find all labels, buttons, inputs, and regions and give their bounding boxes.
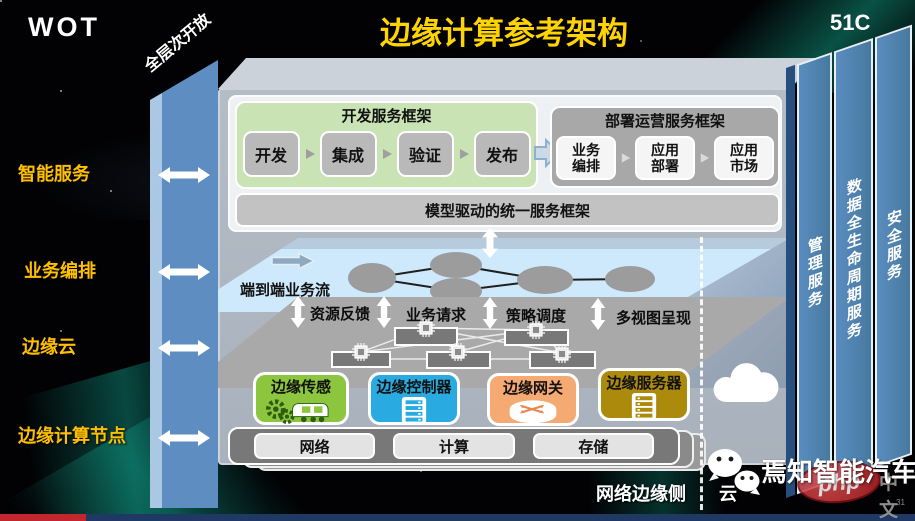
stars-decor	[0, 0, 2, 2]
deploy-step: 应用部署	[635, 136, 695, 180]
step-arrow-icon	[305, 149, 315, 159]
panel-edge-face	[786, 64, 795, 499]
horizontal-double-arrow-icon	[158, 167, 210, 183]
vertical-double-arrow-icon	[376, 296, 392, 328]
vertical-double-arrow-icon	[590, 298, 606, 330]
panel-security-service: 安全服务	[874, 24, 912, 468]
deploy-framework-box: 部署运营服务框架 业务编排 应用部署 应用市场	[550, 106, 780, 188]
wot-logo: WOT	[28, 12, 100, 42]
deploy-framework-title: 部署运营服务框架	[604, 113, 725, 130]
step-arrow-icon	[621, 153, 631, 163]
deploy-step: 业务编排	[555, 136, 616, 180]
interaction-label: 资源反馈	[310, 306, 371, 323]
open-interface-pillar	[150, 60, 218, 508]
interaction-label: 业务请求	[406, 307, 467, 324]
edge-node-gateway: 边缘网关	[487, 373, 579, 426]
cloud-icon	[713, 363, 779, 402]
interaction-label: 策略调度	[506, 308, 567, 325]
edge-node-sensor: 边缘传感	[253, 372, 349, 425]
step-arrow-icon	[382, 149, 392, 159]
edge-cloud-divider-line	[700, 237, 703, 510]
vertical-double-arrow-icon	[290, 296, 306, 328]
layer-label-edge-cloud: 边缘云	[22, 337, 76, 357]
bottom-strip-navy	[86, 514, 915, 521]
resource-bar: 网络 计算 存储	[228, 427, 680, 465]
dev-steps-row: 开发 集成 验证 发布	[237, 131, 536, 177]
cloud-side-label: 云	[719, 484, 737, 504]
flow-arrow-icon	[271, 252, 316, 270]
horizontal-double-arrow-icon	[158, 430, 210, 446]
dev-step: 集成	[319, 131, 377, 177]
resource-cell-compute: 计算	[393, 433, 515, 459]
model-driven-framework-bar: 模型驱动的统一服务框架	[235, 193, 780, 227]
step-arrow-icon	[700, 153, 710, 163]
box-top-face	[218, 58, 818, 89]
php-site-suffix: 中文网	[879, 473, 899, 521]
vertical-double-arrow-icon	[482, 297, 498, 329]
network-edge-side-label: 网络边缘侧	[596, 484, 686, 504]
router-icon	[509, 400, 557, 424]
deploy-step: 应用市场	[714, 136, 775, 180]
horizontal-double-arrow-icon	[158, 340, 210, 356]
vertical-double-arrow-icon	[482, 227, 498, 259]
dev-framework-box: 开发服务框架 开发 集成 验证 发布	[235, 101, 538, 189]
deploy-steps-row: 业务编排 应用部署 应用市场	[552, 136, 778, 180]
cross-layer-service-panels: 管理服务 数据全生命周期服务 安全服务	[786, 24, 914, 499]
end-to-end-flow-label: 端到端业务流	[240, 282, 331, 299]
resource-cell-network: 网络	[254, 433, 376, 459]
dev-step: 验证	[396, 131, 454, 177]
wechat-icon	[708, 449, 760, 495]
edge-cloud-mesh	[331, 318, 596, 369]
controller-rack-icon	[401, 397, 427, 424]
layer-label-orchestration: 业务编排	[24, 261, 96, 281]
server-rack-icon	[631, 393, 657, 420]
interaction-label: 多视图呈现	[616, 310, 692, 327]
layer-label-intelligent-service: 智能服务	[18, 164, 90, 184]
page-number: 31	[896, 498, 905, 507]
gears-train-icon	[266, 399, 329, 425]
51cto-logo: 51C	[830, 10, 871, 35]
dev-step: 开发	[242, 131, 300, 177]
horizontal-double-arrow-icon	[158, 264, 210, 280]
edge-node-server: 边缘服务器	[598, 368, 690, 421]
dev-framework-title: 开发服务框架	[341, 108, 432, 125]
wechat-account-watermark: 焉知智能汽车	[761, 457, 915, 487]
bottom-strip-red	[0, 514, 86, 521]
panel-data-lifecycle-service: 数据全生命周期服务	[833, 38, 873, 482]
page-title: 边缘计算参考架构	[380, 16, 628, 51]
resource-cell-storage: 存储	[532, 433, 654, 459]
step-arrow-icon	[459, 149, 469, 159]
layer-label-edge-node: 边缘计算节点	[18, 426, 126, 446]
dev-step: 发布	[473, 131, 531, 177]
edge-node-controller: 边缘控制器	[368, 372, 460, 425]
panel-management-service: 管理服务	[796, 52, 832, 495]
